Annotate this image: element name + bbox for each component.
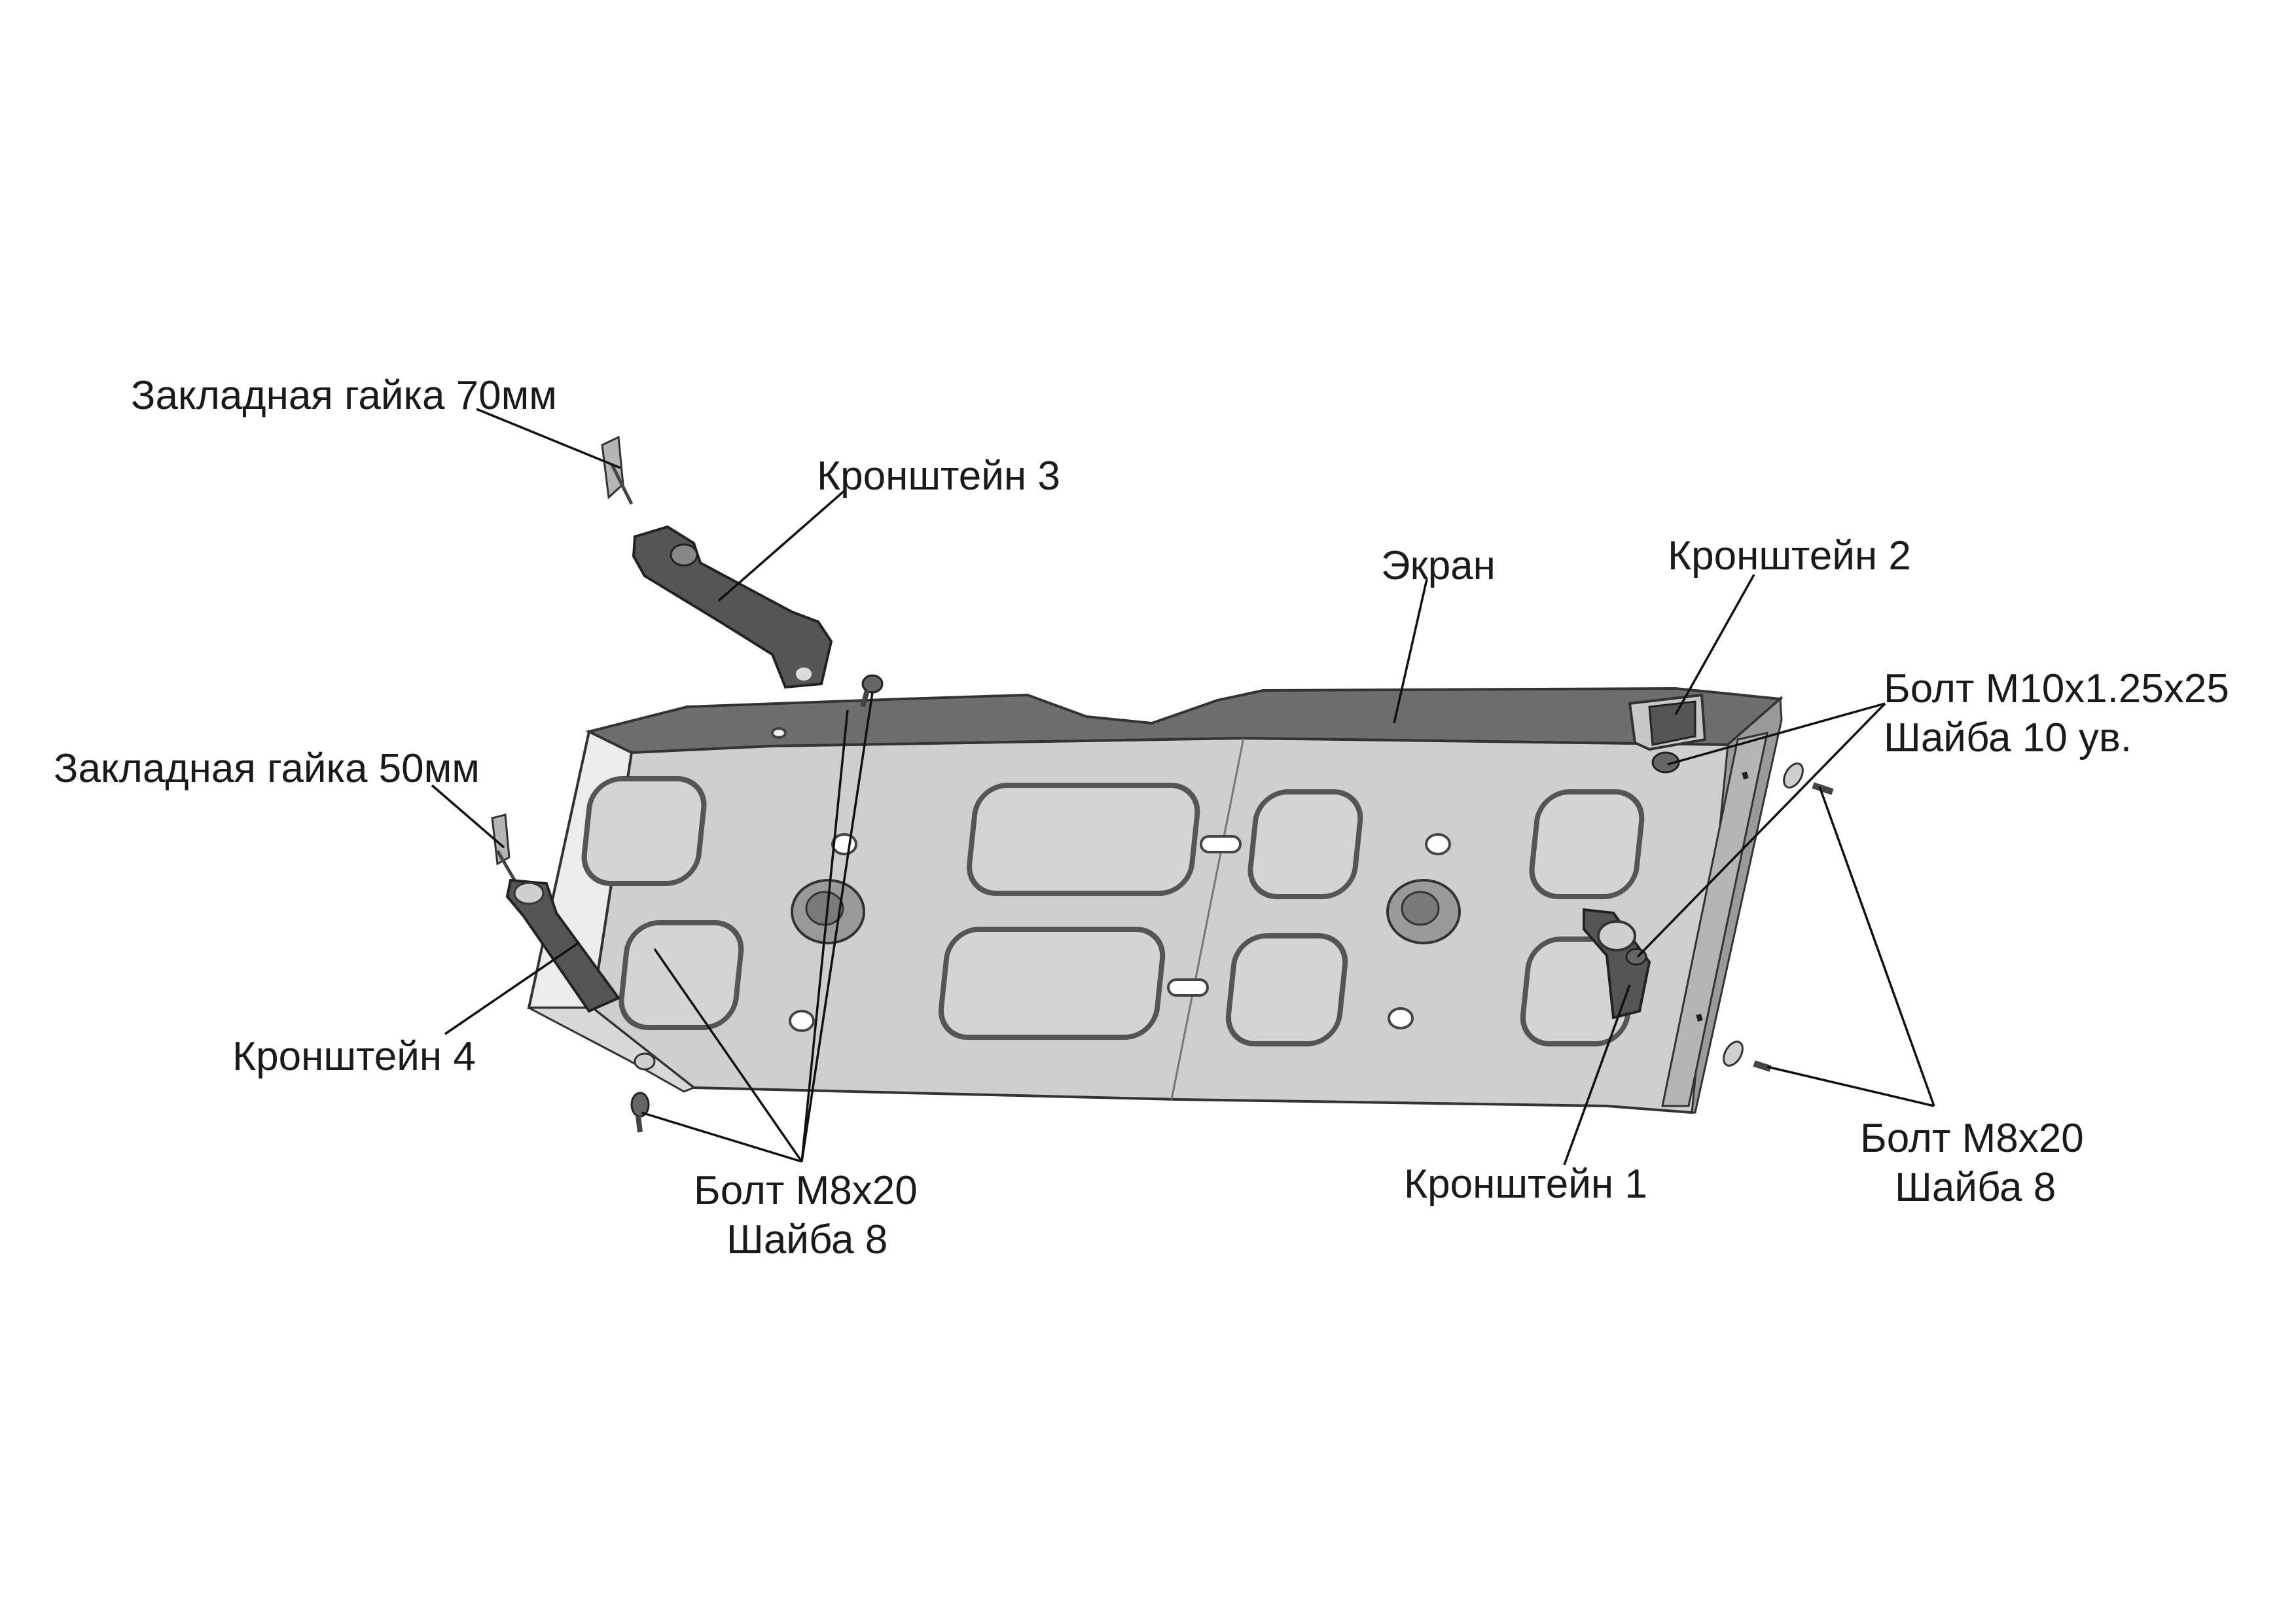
embedded-nut-50 bbox=[491, 813, 522, 891]
leader-bracket-1 bbox=[1563, 984, 1631, 1166]
label-screen: Экран bbox=[1381, 543, 1496, 588]
leader-bracket-2 bbox=[1674, 574, 1755, 715]
label-nut-70: Закладная гайка 70мм bbox=[131, 373, 557, 418]
plate-seam bbox=[1170, 738, 1245, 1100]
leader-bracket-3 bbox=[717, 490, 846, 602]
embedded-nut-70 bbox=[601, 435, 634, 505]
leader-bolt-left-c bbox=[800, 692, 874, 1162]
hole-3 bbox=[1425, 833, 1451, 855]
bracket-2-tab bbox=[1648, 700, 1696, 746]
bracket-3-nut bbox=[670, 543, 698, 567]
recess-7 bbox=[1529, 789, 1645, 899]
leader-bracket-4 bbox=[444, 941, 580, 1035]
boss-right-inner bbox=[1401, 891, 1440, 926]
recess-1 bbox=[581, 776, 707, 886]
label-nut-50: Закладная гайка 50мм bbox=[54, 746, 480, 791]
left-bottom-bolt bbox=[630, 1052, 656, 1133]
label-bolt-right-line2: Шайба 8 bbox=[1895, 1165, 2056, 1210]
leader-bolt-right-a bbox=[1818, 786, 1935, 1107]
plate-side-holes bbox=[1696, 771, 1749, 1022]
leader-bolt-left-a bbox=[641, 1111, 802, 1163]
plate-right-flange bbox=[1661, 732, 1768, 1107]
bolt-top-center-head bbox=[861, 674, 884, 694]
recess-4 bbox=[938, 927, 1166, 1040]
label-bracket-2: Кронштейн 2 bbox=[1668, 533, 1911, 579]
bracket-4-body bbox=[505, 878, 621, 1013]
bolt-top-center-shank bbox=[860, 689, 870, 708]
bracket-3 bbox=[632, 525, 833, 689]
leader-bolt-left-b bbox=[653, 948, 803, 1162]
plate-bottom-lip bbox=[528, 1007, 696, 1093]
recess-3 bbox=[966, 783, 1200, 896]
label-bolt-left-line1: Болт М8х20 bbox=[694, 1168, 918, 1213]
label-bolt-left-line2: Шайба 8 bbox=[726, 1217, 888, 1262]
hole-4 bbox=[1388, 1007, 1414, 1029]
label-bolt-m10-line1: Болт М10х1.25х25 bbox=[1884, 666, 2229, 711]
plate-recesses bbox=[581, 776, 1645, 1046]
bracket-2 bbox=[1628, 693, 1707, 774]
recess-5 bbox=[1247, 789, 1363, 899]
bracket-3-hole bbox=[796, 668, 812, 681]
skid-plate bbox=[527, 687, 1784, 1115]
label-bolt-m10-line2: Шайба 10 ув. bbox=[1884, 715, 2132, 760]
bolt-top-center bbox=[860, 674, 884, 708]
washer-right-upper bbox=[1783, 762, 1804, 789]
bracket-4-washer bbox=[513, 882, 545, 905]
recess-6 bbox=[1225, 933, 1348, 1046]
label-bracket-3: Кронштейн 3 bbox=[817, 454, 1060, 499]
leader-bolt-m10-a bbox=[1667, 702, 1886, 766]
leader-nut-70 bbox=[476, 408, 621, 469]
leader-bolt-right-b bbox=[1767, 1065, 1935, 1107]
leader-bolt-m10-b bbox=[1636, 702, 1886, 958]
plate-face bbox=[590, 695, 1783, 1115]
nut-70-wire bbox=[610, 463, 634, 505]
label-bolt-right-line1: Болт М8х20 bbox=[1860, 1116, 2084, 1161]
leader-screen bbox=[1393, 579, 1428, 724]
left-bottom-washer bbox=[634, 1052, 656, 1071]
leader-lines bbox=[431, 408, 1935, 1166]
washer-right-lower bbox=[1723, 1041, 1744, 1067]
recess-2 bbox=[619, 920, 744, 1030]
bracket-4 bbox=[505, 878, 621, 1013]
slot-lower bbox=[1167, 978, 1209, 997]
label-bracket-1: Кронштейн 1 bbox=[1404, 1162, 1647, 1207]
slot-upper bbox=[1200, 835, 1242, 853]
label-bracket-4: Кронштейн 4 bbox=[232, 1034, 476, 1079]
plate-holes bbox=[771, 727, 1451, 1032]
leader-bolt-left-d bbox=[800, 709, 849, 1162]
labels: Закладная гайка 70мм Кронштейн 3 Экран К… bbox=[54, 373, 2229, 1262]
hole-1 bbox=[831, 833, 857, 855]
bolt-right-upper bbox=[1812, 782, 1834, 795]
hole-2 bbox=[789, 1010, 815, 1032]
bracket-3-body bbox=[632, 525, 833, 689]
bracket-1-washer bbox=[1597, 920, 1636, 952]
hole-5 bbox=[771, 727, 787, 739]
left-bottom-bolt-shank bbox=[636, 1115, 643, 1133]
leader-nut-50 bbox=[431, 784, 505, 849]
